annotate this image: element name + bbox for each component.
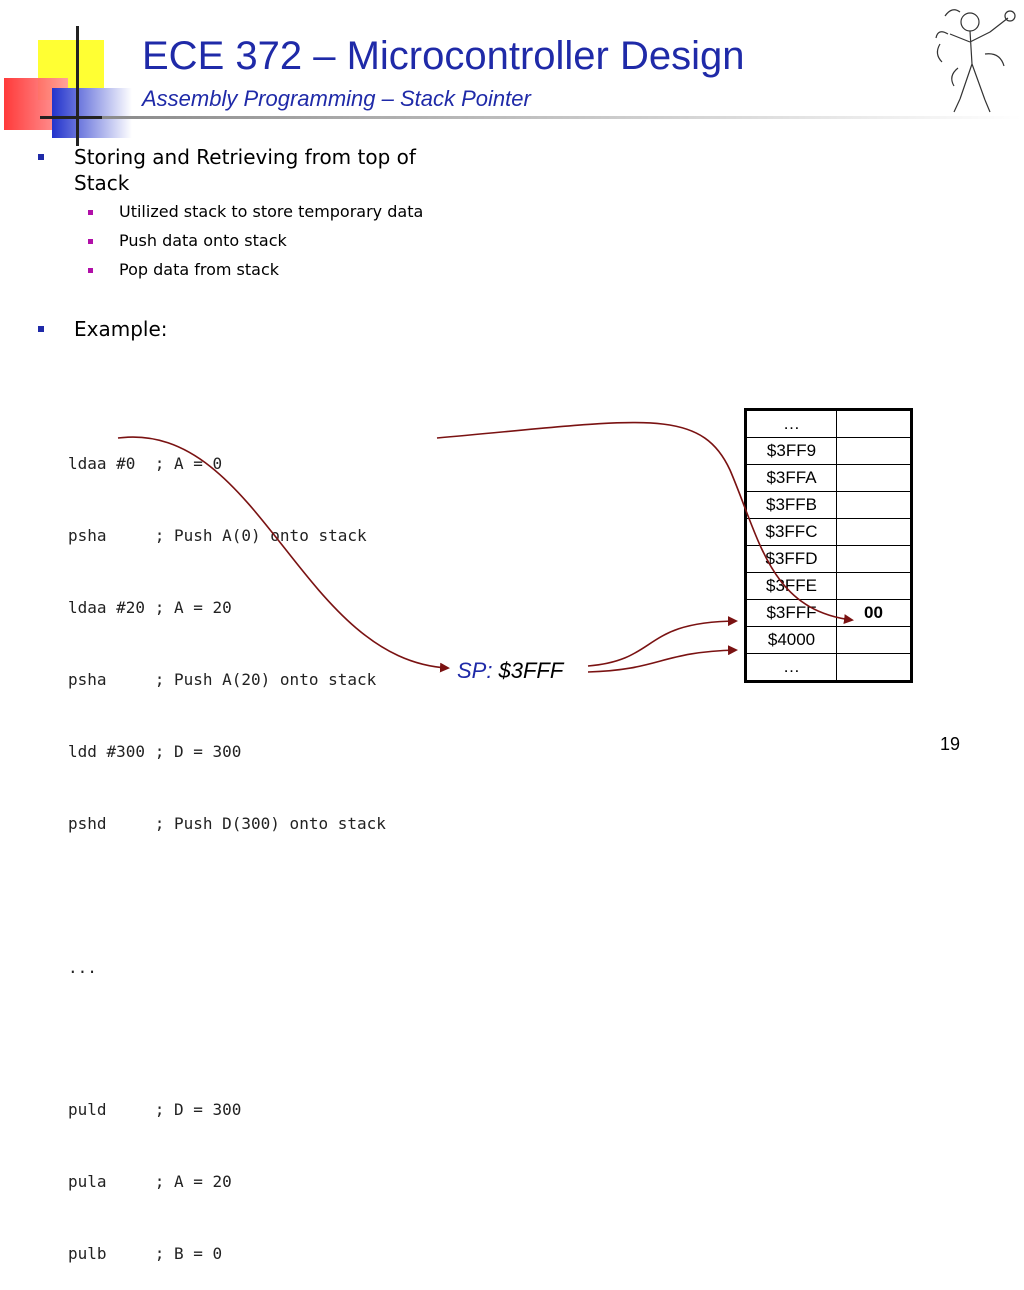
memory-value — [836, 572, 912, 600]
slide-title: ECE 372 – Microcontroller Design — [142, 34, 745, 78]
memory-address: $3FF9 — [745, 437, 837, 465]
logo-horizontal-line — [40, 116, 140, 119]
memory-address: … — [745, 409, 837, 438]
code-line: ldd #300 ; D = 300 — [68, 742, 242, 761]
sub-bullet-temp-data: Utilized stack to store temporary data — [36, 202, 496, 222]
stack-pointer-display: SP:$3FFF — [457, 658, 563, 684]
code-line: ... — [68, 958, 97, 977]
stack-pointer-label: SP: — [457, 658, 493, 683]
arrow-sp-to-3fff — [587, 616, 738, 667]
stack-memory-table: … $3FF9 $3FFA $3FFB $3FFC $3FFD $3FFE $3… — [744, 408, 913, 683]
code-line: pshd ; Push D(300) onto stack — [68, 814, 386, 833]
code-line: puld ; D = 300 — [68, 1100, 242, 1119]
code-line: psha ; Push A(0) onto stack — [68, 526, 367, 545]
sub-bullet-pop: Pop data from stack — [36, 260, 496, 280]
logo-blue-square — [52, 88, 132, 138]
memory-address: $3FFB — [745, 491, 837, 519]
memory-value — [836, 626, 912, 654]
bullet-storing-retrieving: Storing and Retrieving from top of Stack — [36, 144, 434, 196]
code-line — [68, 884, 386, 908]
memory-value — [836, 653, 912, 682]
memory-value: 00 — [836, 599, 912, 627]
memory-value — [836, 491, 912, 519]
header-rule — [102, 116, 1022, 119]
logo-vertical-line — [76, 26, 79, 146]
code-line: pulb ; B = 0 — [68, 1244, 223, 1263]
memory-row: $3FF9 — [745, 437, 912, 465]
memory-address: $3FFD — [745, 545, 837, 573]
arrow-sp-to-4000 — [587, 645, 738, 673]
memory-row: $3FFE — [745, 572, 912, 600]
bullet-list: Storing and Retrieving from top of Stack… — [36, 144, 496, 348]
memory-row: $3FFB — [745, 491, 912, 519]
sub-bullet-push: Push data onto stack — [36, 231, 496, 251]
decorative-logo — [0, 0, 140, 150]
code-line: ldaa #20 ; A = 20 — [68, 598, 232, 617]
memory-row: $3FFC — [745, 518, 912, 546]
page-number: 19 — [940, 734, 961, 754]
code-line: psha ; Push A(20) onto stack — [68, 670, 377, 689]
memory-row: $4000 — [745, 626, 912, 654]
code-line: ldaa #0 ; A = 0 — [68, 454, 223, 473]
slide-subtitle: Assembly Programming – Stack Pointer — [142, 86, 531, 111]
sketch-figure-icon — [935, 9, 1016, 113]
arrow-push-to-stack-value — [436, 421, 854, 624]
code-line: pula ; A = 20 — [68, 1172, 232, 1191]
memory-value — [836, 409, 912, 438]
memory-address: $3FFC — [745, 518, 837, 546]
memory-address: … — [745, 653, 837, 682]
memory-row: $3FFD — [745, 545, 912, 573]
arrow-overlay — [117, 421, 854, 673]
memory-row: … — [745, 409, 912, 438]
code-line — [68, 1028, 386, 1050]
bullet-example: Example: — [36, 316, 496, 342]
memory-row: … — [745, 653, 912, 682]
stack-pointer-value: $3FFF — [498, 658, 564, 683]
arrow-psha-to-sp — [117, 436, 450, 673]
